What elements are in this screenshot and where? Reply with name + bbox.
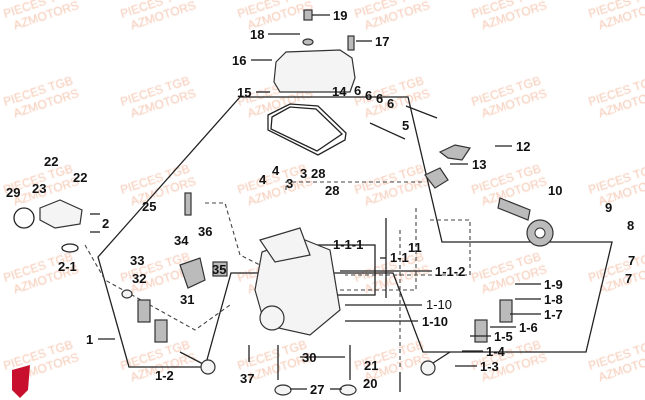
callout-28: 28: [311, 166, 325, 181]
spark-plug-25: [184, 192, 192, 216]
callout-1: 1: [86, 332, 93, 347]
callout-1-5: 1-5: [494, 329, 513, 344]
callout-1-7: 1-7: [544, 307, 563, 322]
cover-gasket: [267, 103, 347, 156]
callout-12: 12: [516, 139, 530, 154]
leader-lines: [90, 14, 541, 390]
callout-1-1-1: 1-1-1: [333, 237, 363, 252]
callout-4: 4: [259, 172, 267, 187]
callout-1-10: 1-10: [422, 314, 448, 329]
callout-15: 15: [237, 85, 251, 100]
callout-7: 7: [628, 253, 635, 268]
callout-6: 6: [376, 91, 383, 106]
spring-left: [137, 299, 151, 323]
callout-6: 6: [365, 88, 372, 103]
rocker-arm-13: [424, 167, 449, 189]
callout-1-4: 1-4: [486, 344, 506, 359]
callout-1-3: 1-3: [480, 359, 499, 374]
callout-25: 25: [142, 199, 156, 214]
callout-33: 33: [130, 253, 144, 268]
callout-2: 2: [102, 216, 109, 231]
callout-3: 3: [300, 166, 307, 181]
bolt-17: [347, 35, 355, 51]
callout-6: 6: [354, 83, 361, 98]
parts: [12, 9, 554, 398]
callout-23: 23: [32, 181, 46, 196]
callout-1-8: 1-8: [544, 292, 563, 307]
valve-1-3: [420, 360, 436, 376]
callout-14: 14: [332, 84, 347, 99]
callout-1-1: 1-1: [390, 250, 409, 265]
valve-1-2: [200, 359, 216, 375]
brand-logo: [12, 365, 30, 398]
callout-1-2: 1-2: [155, 368, 174, 383]
callout-19: 19: [333, 8, 347, 23]
callout-31: 31: [180, 292, 194, 307]
callout-13: 13: [472, 157, 486, 172]
callout-37: 37: [240, 371, 254, 386]
callout-1-6: 1-6: [519, 320, 538, 335]
callout-36: 36: [198, 224, 212, 239]
callout-22: 22: [44, 154, 58, 169]
callout-16: 16: [232, 53, 246, 68]
callout-1-10: 1-10: [426, 297, 452, 312]
callout-29: 29: [6, 185, 20, 200]
bolt-19: [303, 9, 313, 21]
callout-6: 6: [387, 96, 394, 111]
nut-27: [274, 384, 292, 396]
rocker-arm-12: [438, 144, 471, 161]
callout-32: 32: [132, 271, 146, 286]
clamp-29: [13, 207, 35, 229]
cam-holder: [259, 227, 311, 263]
o-ring-2-1: [61, 243, 79, 253]
callout-7: 7: [625, 271, 632, 286]
callout-9: 9: [605, 200, 612, 215]
intake-pipe-23: [39, 199, 83, 229]
callout-10: 10: [548, 183, 562, 198]
callout-8: 8: [627, 218, 634, 233]
callout-2-1: 2-1: [58, 259, 77, 274]
callout-35: 35: [212, 262, 226, 277]
callout-5: 5: [402, 118, 409, 133]
callout-28: 28: [325, 183, 339, 198]
camshaft-10: [497, 197, 531, 221]
spring-right: [499, 299, 513, 323]
callout-17: 17: [375, 34, 389, 49]
thermostat-35: [212, 261, 228, 277]
callout-1-9: 1-9: [544, 277, 563, 292]
callout-18: 18: [250, 27, 264, 42]
callout-22: 22: [73, 170, 87, 185]
valve-cover: [273, 49, 356, 93]
callout-34: 34: [174, 233, 189, 248]
callout-3: 3: [286, 176, 293, 191]
callout-21: 21: [364, 358, 378, 373]
callout-27: 27: [310, 382, 324, 397]
callout-11: 11: [408, 240, 422, 255]
callout-labels: 19 18 17 16 15 14 6 6 6 6 5 12 13 22 22 …: [6, 8, 635, 397]
callout-20: 20: [363, 376, 377, 391]
callout-4: 4: [272, 163, 280, 178]
callout-30: 30: [302, 350, 316, 365]
washer-18: [302, 38, 314, 46]
callout-1-1-2: 1-1-2: [435, 264, 465, 279]
thermostat-housing-31: [179, 257, 206, 289]
